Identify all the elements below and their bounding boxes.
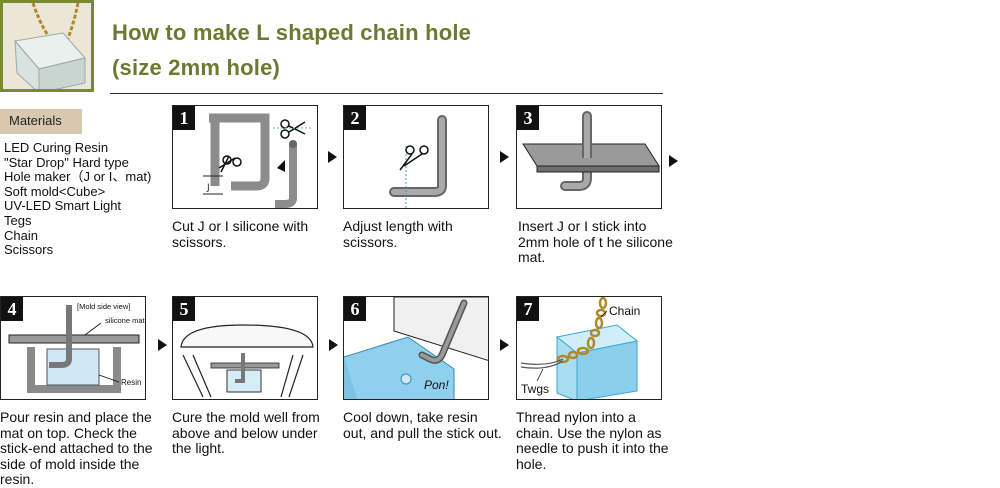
- mold-view-label: [Mold side view]: [77, 302, 130, 311]
- step-5-caption: Cure the mold well from above and below …: [172, 409, 320, 457]
- step-3-number: 3: [517, 106, 539, 130]
- title-divider: [110, 93, 663, 94]
- step-6-caption: Cool down, take resin out, and pull the …: [343, 409, 502, 441]
- material-item: UV-LED Smart Light: [4, 198, 122, 214]
- step-5-number: 5: [173, 297, 195, 321]
- step-1-illustration: 1 J: [172, 105, 318, 209]
- step-6-number: 6: [344, 297, 366, 321]
- twgs-label: Twgs: [521, 382, 549, 396]
- step-3-illustration: 3: [516, 105, 662, 209]
- materials-heading-tag: Materials: [0, 109, 82, 134]
- step-7-number: 7: [517, 297, 539, 321]
- arrow-right-icon: [328, 151, 337, 163]
- step-1-number: 1: [173, 106, 195, 130]
- step-1-caption: Cut J or I silicone with scissors.: [172, 218, 309, 250]
- materials-heading: Materials: [9, 113, 62, 128]
- materials-list: LED Curing Resin "Star Drop" Hard type H…: [4, 140, 152, 258]
- step-2-number: 2: [344, 106, 366, 130]
- arrow-right-icon: [500, 151, 509, 163]
- material-item: Soft mold<Cube>: [4, 183, 106, 199]
- step-4-caption: Pour resin and place the mat on top. Che…: [0, 409, 153, 488]
- page-title-line1: How to make L shaped chain hole: [112, 20, 472, 45]
- arrow-right-icon: [329, 339, 338, 351]
- step-4-illustration: 4 [Mold side view] silicone mat Resin: [0, 296, 146, 400]
- svg-text:J: J: [206, 183, 210, 193]
- material-item: Hole maker（J or I、mat): [4, 169, 152, 185]
- step-2-illustration: 2: [343, 105, 489, 209]
- arrow-right-icon: [500, 339, 509, 351]
- step-7-caption: Thread nylon into a chain. Use the nylon…: [516, 409, 669, 472]
- step-4-number: 4: [1, 297, 23, 321]
- step-3-caption: Insert J or I stick into 2mm hole of t h…: [518, 218, 673, 266]
- arrow-right-icon: [158, 339, 167, 351]
- material-item: Scissors: [4, 242, 54, 258]
- arrow-right-icon: [669, 155, 678, 167]
- material-item: LED Curing Resin: [4, 140, 109, 155]
- resin-label: Resin: [121, 378, 141, 387]
- chain-label: Chain: [609, 304, 640, 318]
- material-item: Tegs: [4, 212, 32, 228]
- material-item: "Star Drop" Hard type: [4, 154, 129, 170]
- step-7-illustration: 7 Chain Twgs: [516, 296, 662, 400]
- step-2-caption: Adjust length with scissors.: [343, 218, 453, 250]
- material-item: Chain: [4, 227, 38, 243]
- pon-sound-label: Pon!: [424, 378, 449, 392]
- silicone-mat-label: silicone mat: [105, 316, 146, 325]
- product-photo: [0, 0, 94, 92]
- step-5-illustration: 5: [172, 296, 318, 400]
- step-6-illustration: 6 Pon!: [343, 296, 489, 400]
- page-title-line2: (size 2mm hole): [112, 55, 281, 80]
